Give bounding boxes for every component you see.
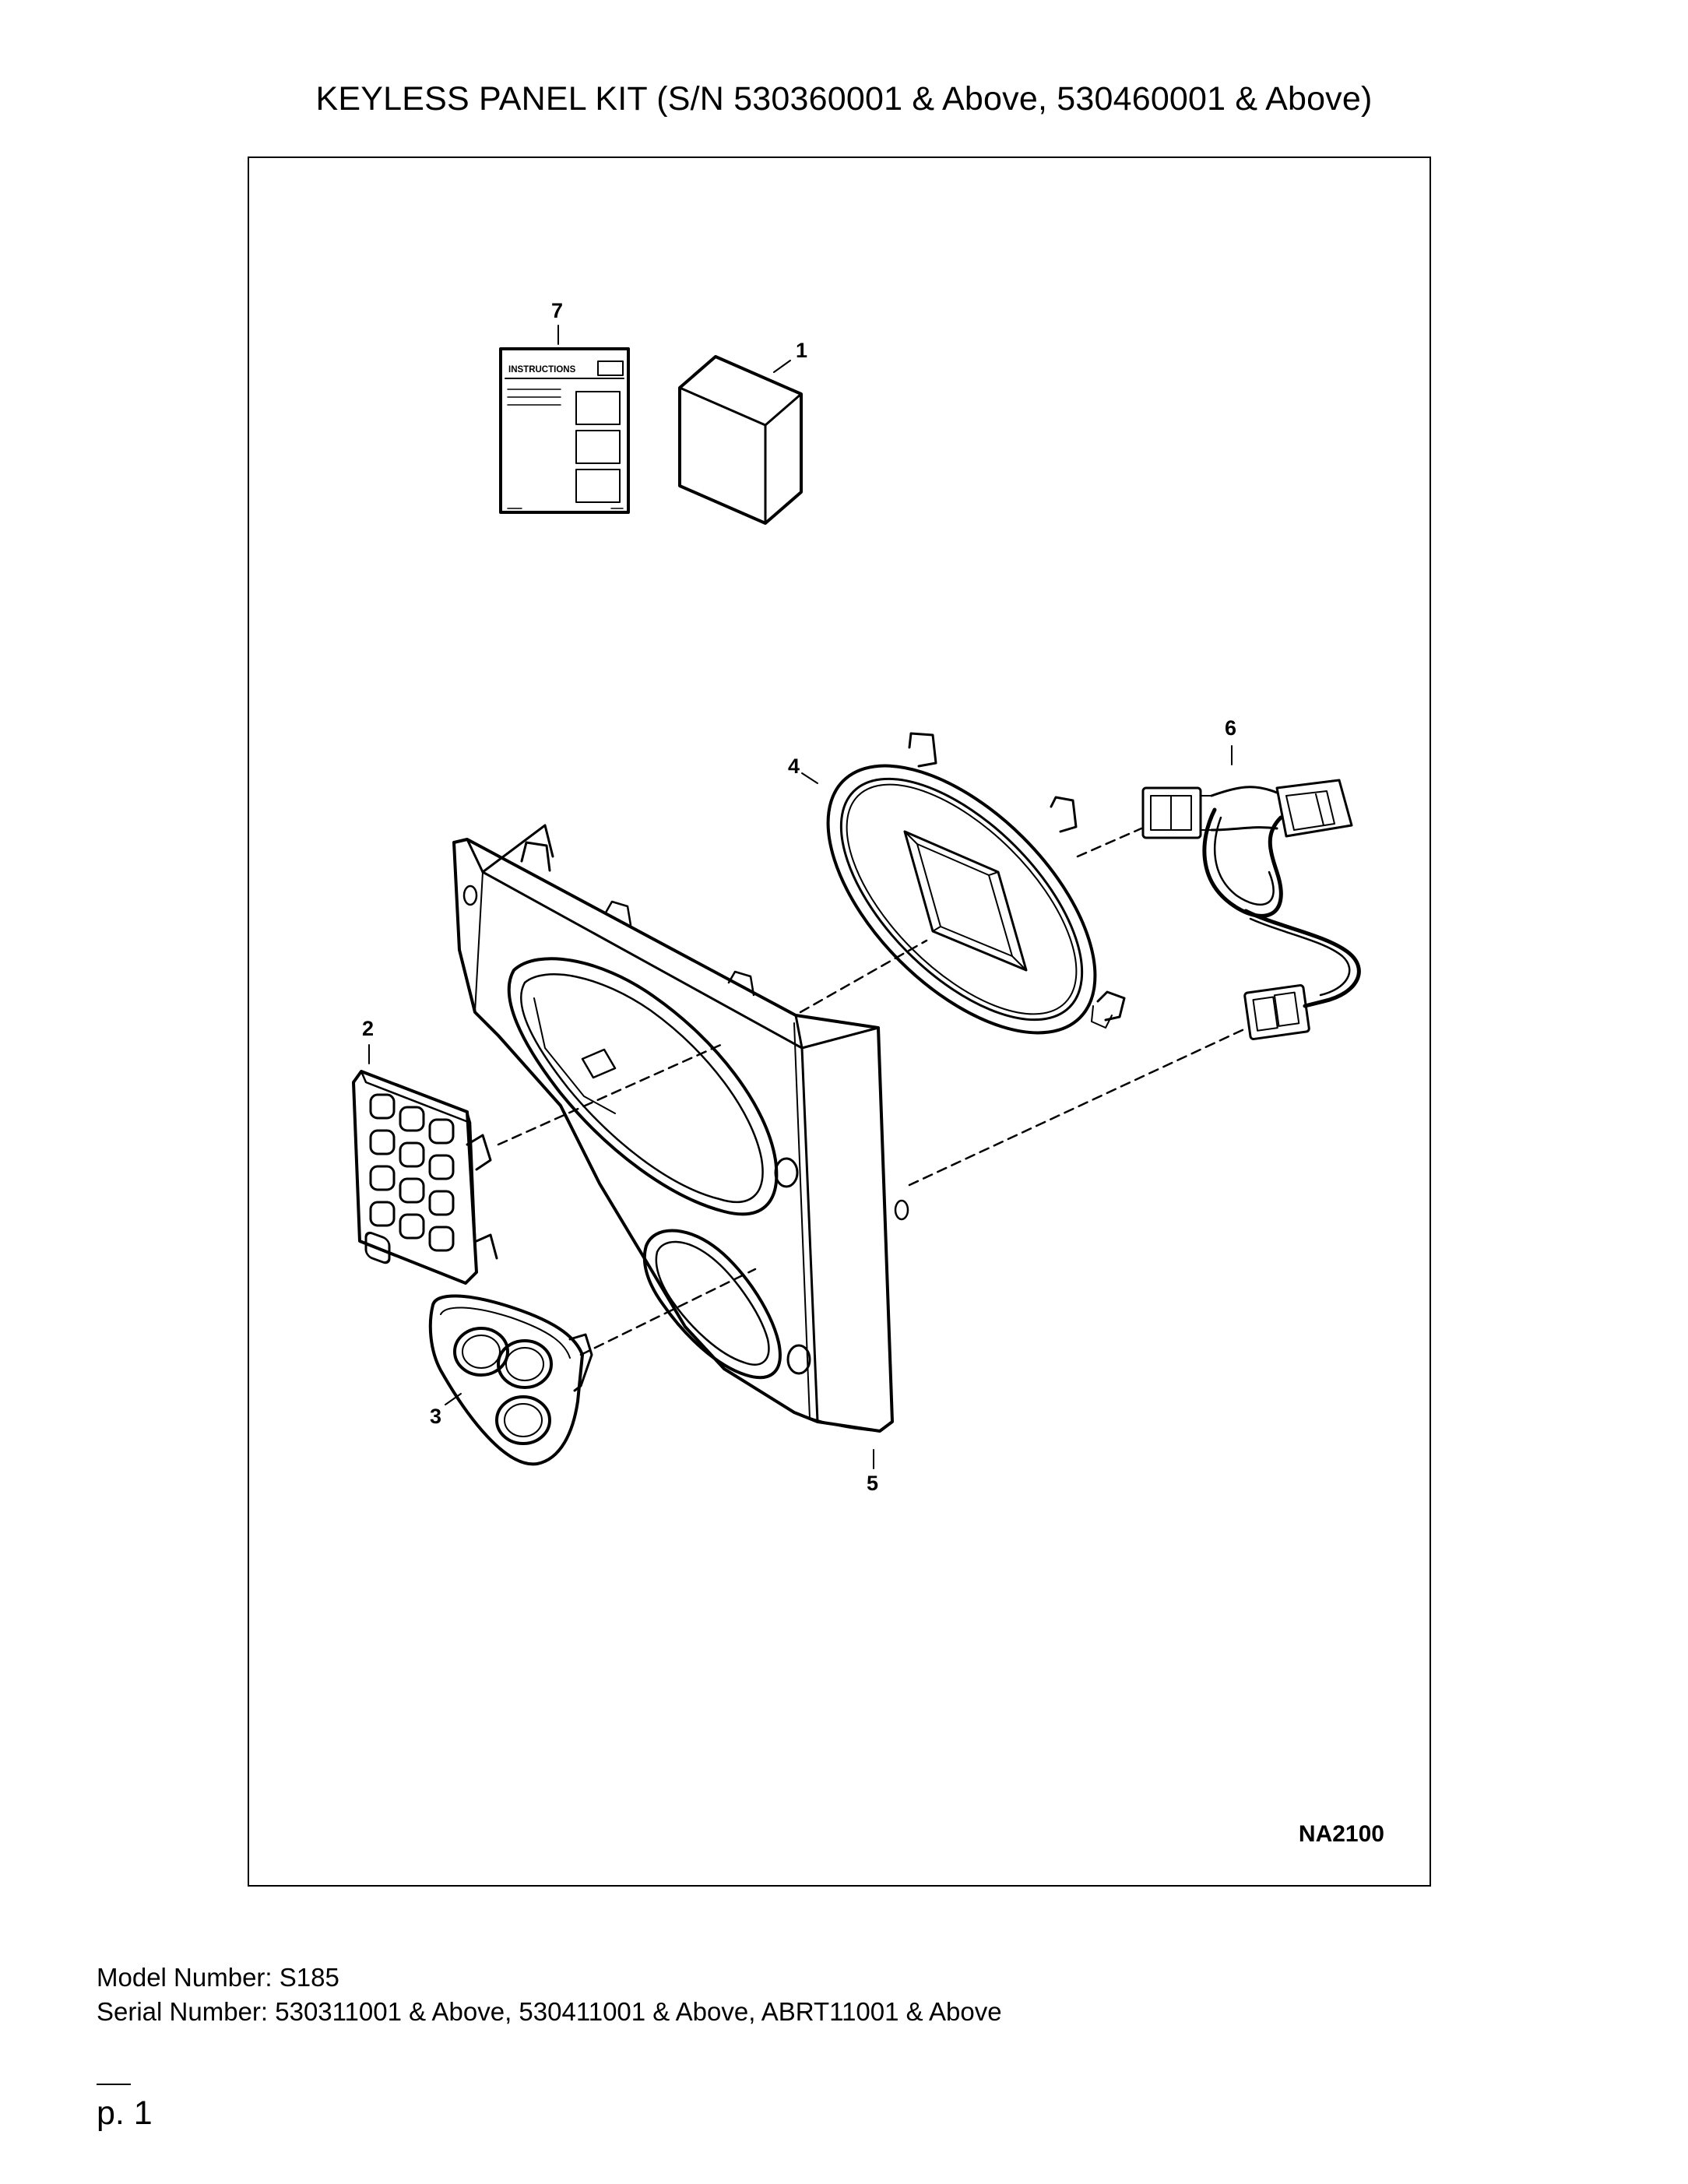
callout-4: 4 — [788, 754, 800, 778]
callout-5: 5 — [867, 1472, 878, 1495]
serial-number: Serial Number: 530311001 & Above, 530411… — [97, 1997, 1002, 2026]
callout-7: 7 — [551, 299, 563, 322]
callout-3: 3 — [430, 1405, 441, 1428]
keypad — [352, 1070, 498, 1285]
package-box — [678, 355, 803, 525]
callout-2: 2 — [362, 1017, 374, 1040]
button-switch-panel — [428, 1294, 593, 1466]
side-panel — [452, 824, 909, 1433]
figure-code: NA2100 — [1298, 1821, 1384, 1847]
page-title: KEYLESS PANEL KIT (S/N 530360001 & Above… — [315, 80, 1373, 118]
callout-6: 6 — [1225, 716, 1236, 740]
instructions-sheet — [499, 347, 630, 514]
page-number-rule — [97, 2084, 131, 2085]
callout-1: 1 — [796, 339, 807, 362]
display-bezel-frame — [826, 732, 1126, 1035]
callout-leaders — [368, 325, 1233, 1469]
page-number: p. 1 — [97, 2094, 153, 2132]
model-number: Model Number: S185 — [97, 1963, 339, 1992]
wiring-harness — [1141, 779, 1361, 1040]
diagram-frame: NA2100 — [248, 157, 1431, 1887]
instructions-label: INSTRUCTIONS — [508, 365, 576, 375]
assembly-lines — [497, 827, 1249, 1356]
